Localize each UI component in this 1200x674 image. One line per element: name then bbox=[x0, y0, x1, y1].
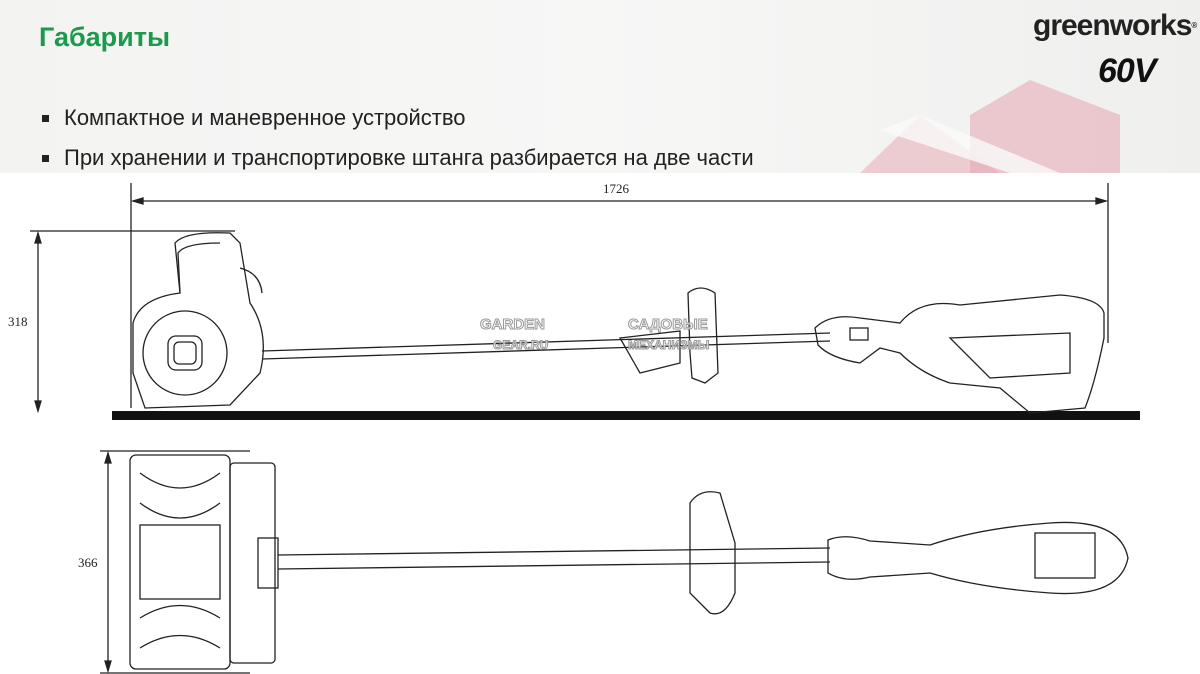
top-view-snow-shovel bbox=[129, 454, 1129, 670]
watermark-garden: GARDEN bbox=[479, 316, 546, 334]
width-dimension-line bbox=[100, 450, 250, 674]
bullet-item: При хранении и транспортировке штанга ра… bbox=[42, 138, 754, 178]
length-dimension-label: 1726 bbox=[603, 181, 629, 196]
watermark-gear: GEAR.RU bbox=[492, 338, 549, 353]
bullet-list: Компактное и маневренное устройство При … bbox=[42, 98, 754, 178]
60v-logo: 60V bbox=[1098, 52, 1156, 90]
slide-title: Габариты bbox=[39, 22, 171, 52]
height-dimension-label: 318 bbox=[8, 314, 28, 329]
watermark-mehanizmy: МЕХАНИЗМЫ bbox=[627, 338, 710, 353]
ground-bar bbox=[112, 411, 1140, 420]
bullet-icon bbox=[42, 154, 49, 162]
bullet-item: Компактное и маневренное устройство bbox=[42, 98, 754, 138]
bullet-icon bbox=[42, 114, 49, 122]
greenworks-logo: greenworks® bbox=[1033, 9, 1197, 42]
width-dimension-label: 366 bbox=[78, 555, 98, 570]
technical-drawing bbox=[30, 183, 1140, 674]
watermark-sadovye: САДОВЫЕ bbox=[628, 316, 709, 334]
length-dimension-line bbox=[130, 183, 1109, 408]
background-barn-image bbox=[860, 80, 1120, 173]
side-view-snow-shovel bbox=[132, 232, 1105, 414]
height-dimension-line bbox=[30, 230, 235, 414]
